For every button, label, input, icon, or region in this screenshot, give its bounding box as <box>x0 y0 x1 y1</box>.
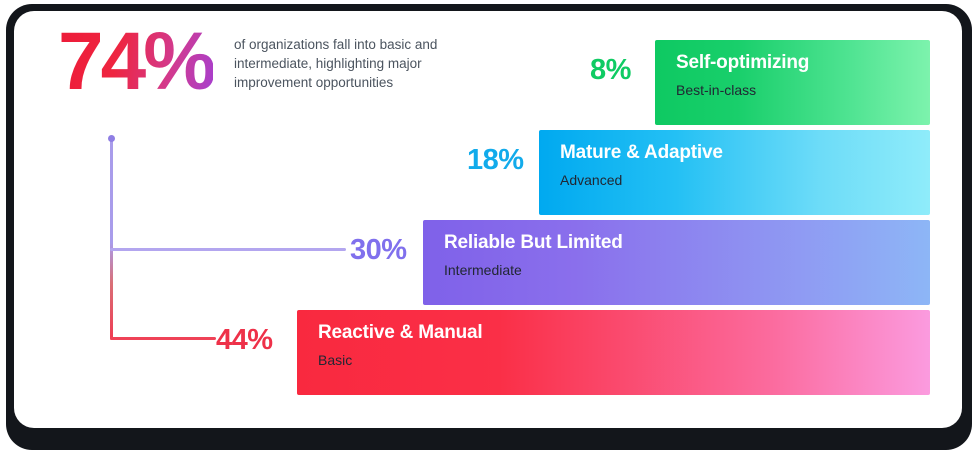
percent-label-reactive-manual: 44% <box>216 324 273 356</box>
bar-reliable-but-limited[interactable]: Reliable But Limited Intermediate <box>423 220 930 305</box>
axis-tick-line-basic <box>110 337 216 340</box>
percent-label-reliable-but-limited: 30% <box>350 234 407 266</box>
bar-title: Reliable But Limited <box>444 232 623 253</box>
infographic-card: 74% of organizations fall into basic and… <box>14 11 962 428</box>
axis-tick-line-intermediate <box>110 248 346 251</box>
percent-label-mature-adaptive: 18% <box>467 144 524 176</box>
bar-title: Self-optimizing <box>676 52 810 73</box>
bar-subtitle: Best-in-class <box>676 82 757 98</box>
bar-self-optimizing[interactable]: Self-optimizing Best-in-class <box>655 40 930 125</box>
bar-title: Mature & Adaptive <box>560 142 723 163</box>
headline-block: 74% of organizations fall into basic and… <box>50 21 450 137</box>
bar-subtitle: Advanced <box>560 172 623 188</box>
axis-top-dot-icon <box>108 135 115 142</box>
bar-mature-adaptive[interactable]: Mature & Adaptive Advanced <box>539 130 930 215</box>
bar-subtitle: Basic <box>318 352 353 368</box>
bar-subtitle: Intermediate <box>444 262 522 278</box>
bar-reactive-manual[interactable]: Reactive & Manual Basic <box>297 310 930 395</box>
percent-label-self-optimizing: 8% <box>590 54 631 86</box>
axis-vertical-line <box>110 137 113 340</box>
headline-big-number: 74% <box>58 16 216 107</box>
bar-title: Reactive & Manual <box>318 322 483 343</box>
headline-note: of organizations fall into basic and int… <box>234 37 438 90</box>
